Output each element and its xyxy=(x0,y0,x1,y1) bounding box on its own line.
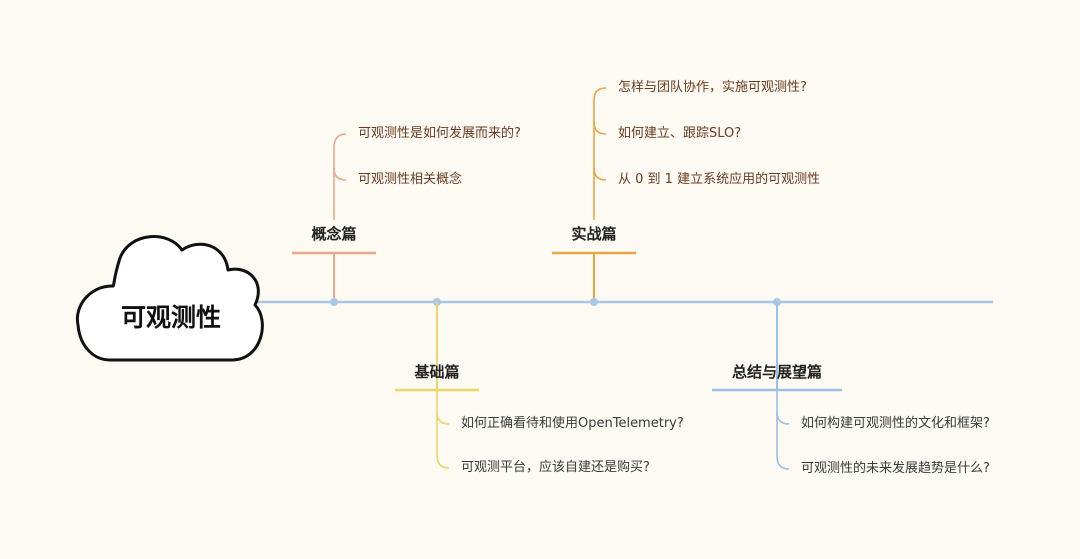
branch-2-item-1-tick xyxy=(436,411,450,425)
root-cloud-shape xyxy=(75,235,264,362)
branch-1-item-stem xyxy=(333,133,347,220)
branch-3-node xyxy=(590,298,598,306)
branch-3-item: 如何建立、跟踪SLO? xyxy=(618,126,742,141)
branch-4-item-stem xyxy=(776,390,790,470)
branch-3-item: 从 0 到 1 建立系统应用的可观测性 xyxy=(618,172,821,187)
branch-3-item-2-tick xyxy=(593,121,607,135)
branch-4-item: 如何构建可观测性的文化和框架? xyxy=(801,416,990,431)
branch-4-title: 总结与展望篇 xyxy=(731,363,822,381)
branch-2-title: 基础篇 xyxy=(414,363,460,381)
branch-3-item-3-tick xyxy=(593,167,607,181)
branch-1-item: 可观测性是如何发展而来的? xyxy=(358,126,521,141)
branch-3-item: 怎样与团队协作，实施可观测性? xyxy=(618,80,807,95)
branch-4-item-1-tick xyxy=(776,411,790,425)
branch-2-item: 如何正确看待和使用OpenTelemetry? xyxy=(461,416,684,431)
branch-1-item: 可观测性相关概念 xyxy=(358,172,463,187)
branch-1-node xyxy=(330,298,338,306)
branch-1-item-2-tick xyxy=(333,167,347,181)
branch-2-item: 可观测平台，应该自建还是购买? xyxy=(461,460,650,475)
branch-4-item: 可观测性的未来发展趋势是什么? xyxy=(801,461,990,476)
branch-3-item-stem xyxy=(593,87,607,220)
branch-1-title: 概念篇 xyxy=(311,225,357,243)
branch-3-title: 实战篇 xyxy=(571,225,617,243)
root-title: 可观测性 xyxy=(120,303,221,332)
branch-2-item-stem xyxy=(436,390,450,469)
